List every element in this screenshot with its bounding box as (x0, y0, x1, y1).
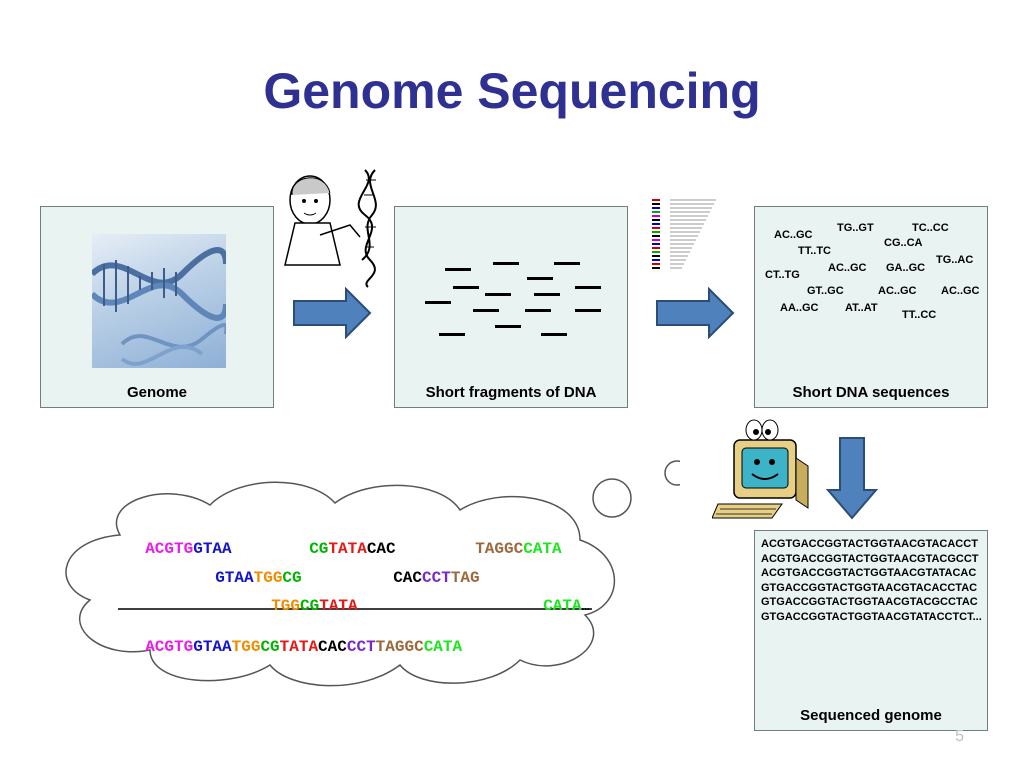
arrow-down-icon (826, 437, 878, 520)
short-sequence: GT..GC (807, 285, 844, 297)
fragments-box: Short fragments of DNA (394, 206, 628, 408)
fragment-part: CATA (523, 540, 562, 558)
dna-fragment (425, 301, 451, 304)
short-sequence: TT..TC (798, 245, 831, 257)
arrow-right-icon (293, 287, 372, 339)
fragment-part: CATA (423, 638, 463, 656)
fragment-part: ACGTG (145, 638, 194, 656)
fragment-part: CATA (543, 597, 582, 615)
fragment-part: CG (282, 569, 302, 587)
short-sequence: TT..CC (902, 309, 937, 321)
fragment-part: TGG (231, 638, 261, 656)
sequence-readout-icon (650, 188, 720, 278)
cloud-row-1c: TAGGCCATA (456, 522, 562, 558)
thought-cloud (65, 460, 680, 687)
short-sequence: GA..GC (886, 262, 926, 274)
cloud-row-1b: CGTATACAC (290, 522, 396, 558)
dna-fragment (575, 286, 601, 289)
dna-fragment (527, 277, 553, 280)
fragment-part: TAGGC (475, 540, 524, 558)
cloud-row-2b: CACCCTTAG (374, 551, 480, 587)
fragment-part: TGG (271, 597, 301, 615)
short-sequence: TC..CC (912, 222, 949, 234)
page-title: Genome Sequencing (263, 63, 761, 119)
fragments-label: Short fragments of DNA (425, 384, 597, 401)
computer-cartoon-icon (711, 418, 812, 523)
dna-fragment (575, 309, 601, 312)
dna-fragment (453, 286, 479, 289)
fragment-part: TGG (253, 569, 283, 587)
fragment-part: GTAA (215, 569, 254, 587)
dna-fragment (541, 333, 567, 336)
sequenced-genome-text: ACGTGACCGGTACTGGTAACGTACACCTACGTGACCGGTA… (761, 538, 982, 623)
genome-box: Genome (40, 206, 274, 408)
fragment-part: TAGGC (375, 638, 424, 656)
short-sequence: AC..GC (941, 285, 980, 297)
short-sequence: AA..GC (780, 302, 819, 314)
dna-fragment (534, 293, 560, 296)
sequenced-genome-box: ACGTGACCGGTACTGGTAACGTACACCTACGTGACCGGTA… (754, 530, 988, 731)
dna-fragment (493, 262, 519, 265)
fragment-part: CAC (318, 638, 347, 656)
fragment-part: CAC (393, 569, 423, 587)
fragment-part: … (581, 599, 590, 614)
short-sequence: AC..GC (828, 262, 867, 274)
fragment-part: CG (309, 540, 329, 558)
fragment-part: GTAA (193, 540, 232, 558)
dna-fragment (495, 325, 521, 328)
dna-fragment (485, 293, 511, 296)
cloud-row-1: ACGTGGTAA (126, 522, 232, 558)
assembled-sequence: ACGTGGTAATGGCGTATACACCCTTAGGCCATA (126, 620, 462, 656)
dna-fragment (445, 268, 471, 271)
fragment-part: TAG (450, 569, 480, 587)
short-sequence: TG..AC (936, 254, 974, 266)
dna-fragment (525, 309, 551, 312)
fragment-part: ACGTG (145, 540, 194, 558)
dna-fragment (473, 309, 499, 312)
sequences-label: Short DNA sequences (792, 384, 950, 401)
scientist-cutting-dna-icon (280, 165, 390, 290)
short-sequence: AC..GC (774, 229, 813, 241)
fragment-part: CG (260, 638, 280, 656)
fragment-part: TATA (319, 597, 358, 615)
dna-fragment (439, 333, 465, 336)
arrow-right-icon (656, 287, 735, 339)
short-sequence: AC..GC (878, 285, 917, 297)
sequences-box: AC..GC TG..GT TC..CC CG..CA TT..TC TG..A… (754, 206, 988, 408)
cloud-row-3: TGGCGTATA (252, 579, 358, 615)
dna-helix-icon (89, 234, 229, 368)
short-sequence: CG..CA (884, 237, 923, 249)
short-sequence: TG..GT (837, 222, 874, 234)
short-sequence: CT..TG (765, 269, 800, 281)
page-number: 5 (955, 728, 964, 745)
dna-fragment (554, 262, 580, 265)
fragment-part: GTAA (193, 638, 232, 656)
fragment-part: CAC (366, 540, 396, 558)
sequenced-genome-label: Sequenced genome (800, 707, 942, 724)
fragment-part: CCT (346, 638, 376, 656)
fragment-part: TATA (279, 638, 319, 656)
short-sequence: AT..AT (845, 302, 878, 314)
fragment-part: CCT (422, 569, 451, 587)
fragment-part: CG (300, 597, 320, 615)
genome-label: Genome (126, 384, 187, 401)
cloud-row-3b: CATA… (524, 579, 589, 615)
fragment-part: TATA (328, 540, 367, 558)
cloud-row-2: GTAATGGCG (196, 551, 302, 587)
